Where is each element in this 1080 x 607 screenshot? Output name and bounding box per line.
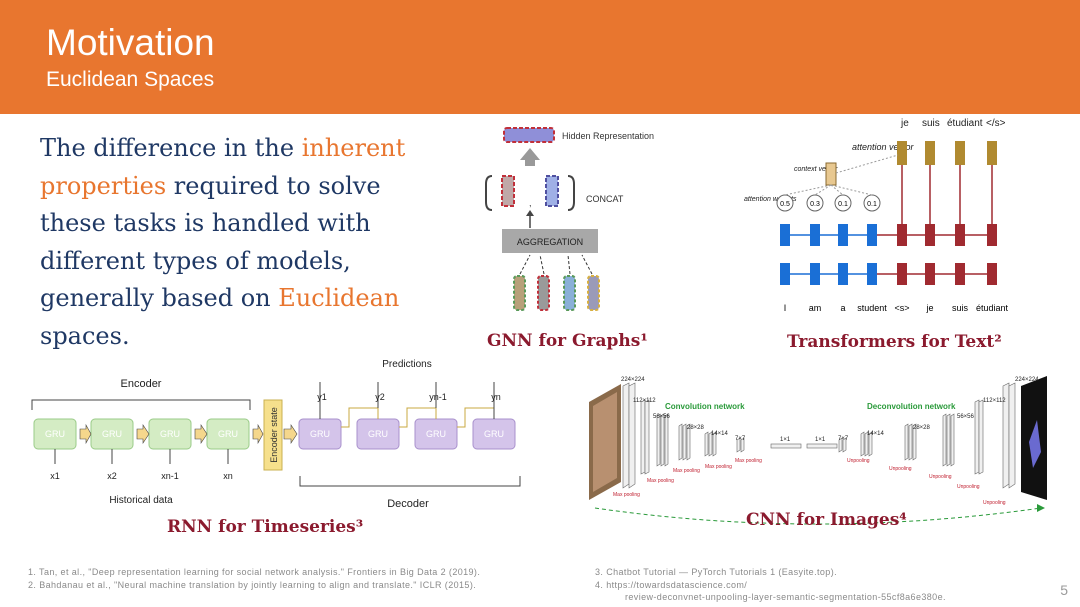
references-right: 3. Chatbot Tutorial — PyTorch Tutorials … — [595, 566, 1015, 604]
transformer-figure: je suis étudiant </s> attention vector c… — [744, 118, 1009, 313]
gru-enc-2: GRU — [102, 429, 122, 439]
caption-gnn: GNN for Graphs¹ — [487, 331, 648, 351]
gnn-figure: Hidden Representation , CONCAT AGGREGATI… — [485, 127, 654, 311]
reference-1: 1. Tan, et al., "Deep representation lea… — [28, 567, 481, 577]
body-highlight-inherent: inherent properties — [40, 134, 406, 200]
body-text-1: The difference in the — [40, 134, 302, 162]
in-word-6: je — [925, 303, 933, 313]
pool-label-4: Max pooling — [705, 464, 732, 470]
gnn-hidden-label: Hidden Representation — [562, 131, 654, 141]
gru-enc-4: GRU — [218, 429, 238, 439]
pool-label-5: Max pooling — [735, 458, 762, 464]
input-x2: x2 — [107, 471, 117, 481]
attention-vector-label: attention vector — [852, 142, 915, 152]
weight-3: 0.1 — [838, 201, 848, 208]
caption-transformers: Transformers for Text² — [787, 332, 1002, 352]
context-vector-label: context vector — [794, 166, 838, 173]
rnn-encoder-label: Encoder — [121, 378, 162, 390]
reference-4: 4. https://towardsdatascience.com/ — [595, 579, 748, 590]
out-word-4: </s> — [986, 118, 1006, 129]
size-r-4: 56×56 — [957, 414, 975, 420]
caption-rnn: RNN for Timeseries³ — [167, 517, 364, 537]
gnn-concat-label: CONCAT — [586, 194, 624, 204]
input-x1: x1 — [50, 471, 60, 481]
size-r-3: 28×28 — [913, 425, 931, 431]
page-number: 5 — [1060, 582, 1068, 598]
in-word-7: suis — [952, 303, 969, 313]
rnn-figure: Encoder Predictions GRU GRU GRU GRU Enco… — [31, 359, 521, 510]
encoder-state-label: Encoder state — [269, 407, 279, 463]
pool-label-3: Max pooling — [673, 468, 700, 474]
size-m-1: 1×1 — [780, 437, 791, 443]
weight-2: 0.3 — [810, 201, 820, 208]
conv-network-label: Convolution network — [665, 402, 745, 411]
size-r-6: 224×224 — [1015, 377, 1039, 383]
pool-label-1: Max pooling — [613, 492, 640, 498]
body-text-2: required to solve these tasks is handled… — [40, 171, 381, 313]
in-word-4: student — [857, 303, 887, 313]
gru-dec-2: GRU — [368, 429, 388, 439]
input-xn: xn — [223, 471, 233, 481]
size-l-5: 14×14 — [711, 431, 729, 437]
in-word-3: a — [840, 303, 845, 313]
size-m-2: 1×1 — [815, 437, 826, 443]
size-l-1: 224×224 — [621, 377, 645, 383]
unpool-label-4: Unpooling — [957, 484, 980, 490]
body-paragraph: The difference in the inherent propertie… — [40, 130, 420, 355]
unpool-label-5: Unpooling — [983, 500, 1006, 506]
caption-cnn: CNN for Images⁴ — [746, 510, 907, 530]
deconv-network-label: Deconvolution network — [867, 402, 956, 411]
in-word-8: étudiant — [976, 303, 1009, 313]
unpool-label-1: Unpooling — [847, 458, 870, 464]
slide-subtitle: Euclidean Spaces — [46, 68, 215, 91]
cnn-figure: Convolution network Deconvolution networ… — [589, 376, 1047, 525]
gru-enc-1: GRU — [45, 429, 65, 439]
unpool-label-2: Unpooling — [889, 466, 912, 472]
reference-3: 3. Chatbot Tutorial — PyTorch Tutorials … — [595, 567, 837, 577]
in-word-5: <s> — [894, 303, 909, 313]
slide-title: Motivation — [46, 22, 215, 63]
gnn-aggregation-label: AGGREGATION — [517, 237, 583, 247]
in-word-1: I — [784, 303, 787, 313]
size-l-4: 28×28 — [687, 425, 705, 431]
attention-weights-label: attention weights — [744, 196, 797, 203]
body-text-3: spaces. — [40, 321, 130, 350]
header-bar: Motivation Euclidean Spaces — [0, 0, 1080, 114]
gru-dec-1: GRU — [310, 429, 330, 439]
gru-enc-3: GRU — [160, 429, 180, 439]
pool-label-2: Max pooling — [647, 478, 674, 484]
unpool-label-3: Unpooling — [929, 474, 952, 480]
output-y1: y1 — [317, 392, 327, 402]
reference-4-cont: review-deconvnet-unpooling-layer-semanti… — [625, 592, 946, 602]
size-r-2: 14×14 — [867, 431, 885, 437]
output-y2: y2 — [375, 392, 385, 402]
size-r-1: 7×7 — [838, 436, 849, 442]
in-word-2: am — [809, 303, 822, 313]
gru-dec-3: GRU — [426, 429, 446, 439]
body-highlight-euclidean: Euclidean — [278, 284, 400, 312]
weight-4: 0.1 — [867, 201, 877, 208]
reference-2: 2. Bahdanau et al., "Neural machine tran… — [28, 579, 477, 590]
input-xn-1: xn-1 — [161, 471, 179, 481]
size-l-3: 56×56 — [653, 414, 671, 420]
references-left: 1. Tan, et al., "Deep representation lea… — [28, 566, 568, 591]
rnn-predictions-label: Predictions — [382, 359, 431, 370]
size-r-5: 112×112 — [983, 398, 1006, 404]
out-word-2: suis — [922, 118, 940, 129]
historical-data-label: Historical data — [109, 495, 173, 506]
size-l-2: 112×112 — [633, 398, 656, 404]
out-word-3: étudiant — [947, 118, 983, 129]
out-word-1: je — [900, 118, 909, 129]
size-l-6: 7×7 — [735, 436, 746, 442]
rnn-decoder-label: Decoder — [387, 498, 429, 510]
weight-1: 0.5 — [780, 201, 790, 208]
output-yn-1: yn-1 — [429, 392, 447, 402]
output-yn: yn — [491, 392, 501, 402]
gru-dec-4: GRU — [484, 429, 504, 439]
svg-text:,: , — [529, 198, 532, 208]
